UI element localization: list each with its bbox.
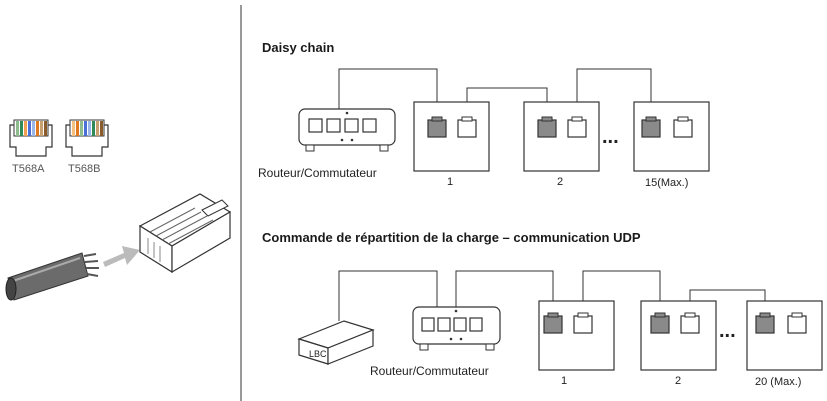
- daisy-ellipsis: ...: [602, 126, 619, 148]
- daisy-chain-title: Daisy chain: [262, 40, 334, 55]
- udp-charger-1-label: 1: [561, 375, 567, 387]
- udp-charger-1-icon: [538, 300, 615, 371]
- udp-router-label: Routeur/Commutateur: [370, 364, 489, 378]
- udp-ellipsis: ...: [719, 320, 736, 342]
- daisy-router-label: Routeur/Commutateur: [258, 166, 377, 180]
- udp-router-switch-icon: [412, 306, 501, 351]
- charger-2-icon: [523, 101, 600, 172]
- rj45-cable-icon: [5, 193, 232, 301]
- t568a-label: T568A: [12, 163, 45, 175]
- lbc-label: LBC: [309, 349, 327, 359]
- t568a-connector-icon: [9, 119, 53, 157]
- udp-charger-last-icon: [746, 300, 823, 371]
- charger-last-icon: [633, 101, 710, 172]
- router-switch-icon: [298, 108, 396, 152]
- daisy-charger-2-label: 2: [557, 176, 563, 188]
- charger-1-icon: [413, 101, 490, 172]
- t568b-connector-icon: [65, 119, 109, 157]
- udp-charger-2-label: 2: [675, 375, 681, 387]
- daisy-charger-1-label: 1: [447, 176, 453, 188]
- lbc-controller-icon: [297, 320, 375, 365]
- udp-charger-last-label: 20 (Max.): [755, 376, 801, 388]
- daisy-charger-last-label: 15(Max.): [645, 177, 688, 189]
- t568b-label: T568B: [68, 163, 100, 175]
- udp-charger-2-icon: [640, 300, 717, 371]
- udp-title: Commande de répartition de la charge – c…: [262, 230, 641, 245]
